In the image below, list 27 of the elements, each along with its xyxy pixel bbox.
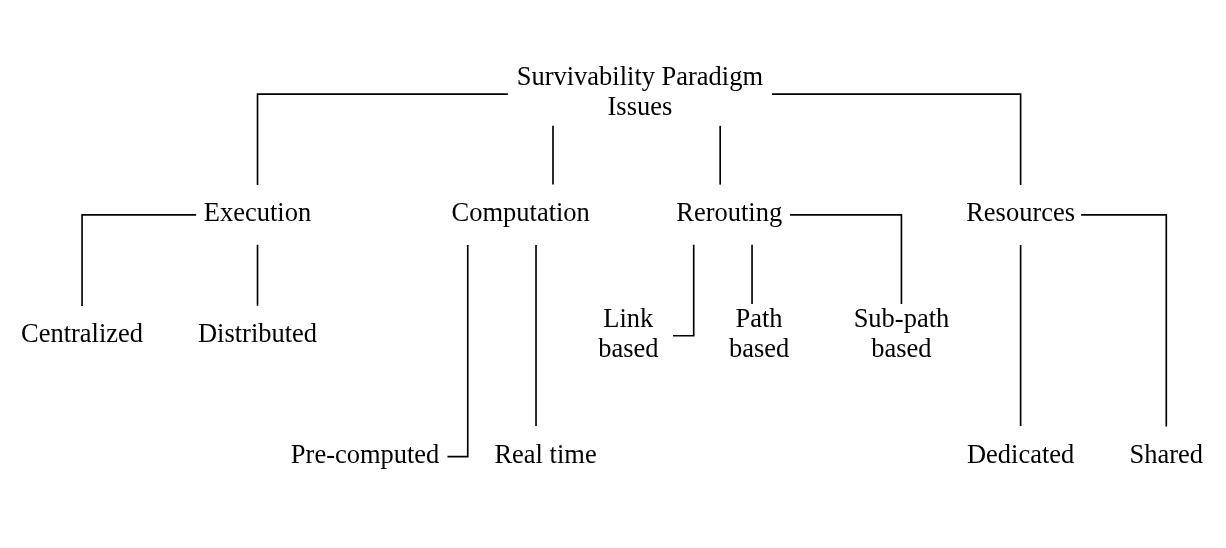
connector (719, 124, 721, 185)
connector (256, 92, 509, 186)
node-text: Centralized (21, 317, 144, 348)
node-text: Link based (598, 302, 659, 363)
connector (1080, 213, 1168, 427)
node-text: Distributed (197, 317, 318, 348)
node-text: Execution (203, 196, 312, 227)
node-text: Sub-path based (853, 302, 950, 363)
node-text: Shared (1129, 438, 1204, 469)
node-text: Survivability Paradigm Issues (516, 60, 764, 121)
connector (81, 213, 197, 307)
node-text: Dedicated (966, 438, 1075, 469)
connector (771, 92, 1022, 186)
connector (535, 243, 537, 427)
connector (1019, 243, 1022, 427)
node-text: Real time (494, 438, 597, 469)
connector (552, 124, 554, 185)
connector (256, 243, 259, 307)
connector (751, 243, 753, 305)
connector (446, 243, 469, 457)
connector (672, 243, 695, 337)
connector (789, 213, 903, 305)
node-text: Pre-computed (290, 438, 440, 469)
node-text: Resources (966, 196, 1076, 227)
node-text: Path based (728, 302, 790, 363)
node-text: Computation (451, 196, 590, 227)
node-text: Rerouting (676, 196, 783, 227)
